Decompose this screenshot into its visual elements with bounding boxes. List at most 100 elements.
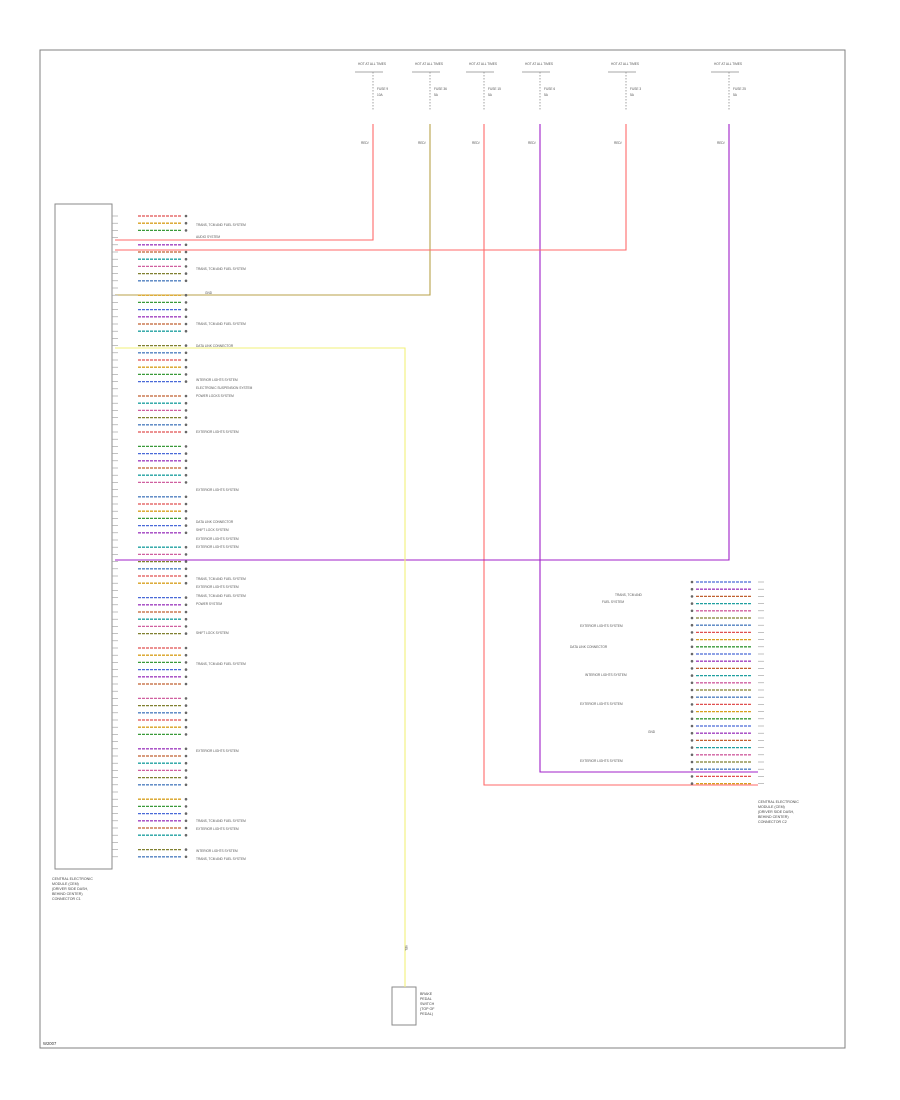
fuse-hot-label: HOT AT ALL TIMES xyxy=(714,62,742,66)
brake-switch-label-2: PEDAL xyxy=(420,997,432,1001)
left-label-10: EXTERIOR LIGHTS SYSTEM xyxy=(196,430,239,434)
fuse-amp: 10A xyxy=(377,93,384,97)
left-pin-terminal xyxy=(184,661,188,664)
left-pin-terminal xyxy=(184,481,188,484)
left-label-5: TRANS, TCM AND FUEL SYSTEM xyxy=(196,322,246,326)
left-label-4: GND xyxy=(205,291,213,295)
left-pin-terminal xyxy=(184,445,188,448)
left-pin-terminal xyxy=(184,653,188,657)
left-pin-terminal xyxy=(184,473,188,477)
right-label-1: TRANS, TCM AND xyxy=(615,593,643,597)
left-connector-pins xyxy=(112,214,188,859)
left-pin-terminal xyxy=(184,401,188,405)
fuse-wire-tag: RED/ xyxy=(418,141,426,145)
right-label-7: GND xyxy=(648,730,656,734)
left-pin-terminal xyxy=(184,718,188,722)
left-module-caption-2: MODULE (CEM) xyxy=(52,882,79,886)
right-module-caption-3: (DRIVER SIDE DASH, xyxy=(758,810,794,814)
right-pin-terminal xyxy=(690,674,694,677)
right-module-caption-1: CENTRAL ELECTRONIC xyxy=(758,800,799,804)
fuse-name: FUSE 6 xyxy=(544,87,555,91)
fuse-amp: 5A xyxy=(434,93,439,97)
right-pin-terminal xyxy=(690,645,694,649)
left-pin-terminal xyxy=(184,430,188,434)
left-pin-terminal xyxy=(184,596,188,599)
right-pin-terminal xyxy=(690,717,694,721)
right-pin-terminal xyxy=(690,703,694,706)
left-label-14: EXTERIOR LIGHTS SYSTEM xyxy=(196,537,239,541)
left-pin-terminal xyxy=(184,517,188,520)
right-pin-terminal xyxy=(690,710,694,713)
right-pin-terminal xyxy=(690,631,694,634)
right-label-8: EXTERIOR LIGHTS SYSTEM xyxy=(580,759,623,763)
right-label-4: DATA LINK CONNECTOR xyxy=(570,645,608,649)
left-pin-terminal xyxy=(184,617,188,621)
fuse-wire-tag: RED/ xyxy=(472,141,480,145)
left-label-19: POWER SYSTEM xyxy=(196,602,222,606)
left-label-7: INTERIOR LIGHTS SYSTEM xyxy=(196,378,238,382)
right-pin-terminal xyxy=(690,659,694,663)
left-module-caption-5: CONNECTOR C1 xyxy=(52,897,81,901)
left-pin-terminal xyxy=(184,805,188,808)
right-connector-pins xyxy=(690,580,764,785)
left-label-6: DATA LINK CONNECTOR xyxy=(196,344,234,348)
right-pin-terminal xyxy=(690,667,694,670)
left-pin-terminal xyxy=(184,509,188,513)
left-pin-terminal xyxy=(184,502,188,506)
brake-switch-label-4: (TOP OF xyxy=(420,1007,435,1011)
left-pin-terminal xyxy=(184,819,188,823)
right-module-caption-2: MODULE (CEM) xyxy=(758,805,785,809)
right-pin-terminal xyxy=(690,638,694,641)
left-pin-terminal xyxy=(184,776,188,779)
right-pin-terminal xyxy=(690,739,694,742)
left-pin-terminal xyxy=(184,315,188,319)
fuse-name: FUSE 36 xyxy=(434,87,447,91)
left-label-9: POWER LOCKS SYSTEM xyxy=(196,394,234,398)
fuse-amp: 5A xyxy=(488,93,493,97)
left-pin-terminal xyxy=(184,668,188,671)
diagram-frame xyxy=(39,49,846,1049)
right-module-caption-5: CONNECTOR C2 xyxy=(758,820,787,824)
fuse-name: FUSE 15 xyxy=(488,87,501,91)
left-pin-terminal xyxy=(184,423,188,427)
right-pin-terminal xyxy=(690,587,694,591)
brake-switch-label-1: BRAKE xyxy=(420,992,433,996)
left-pin-terminal xyxy=(184,221,188,225)
left-pin-terminal xyxy=(184,560,188,563)
left-pin-terminal xyxy=(184,797,188,801)
wire-fuse6 xyxy=(539,124,758,773)
left-label-11: EXTERIOR LIGHTS SYSTEM xyxy=(196,488,239,492)
left-pin-terminal xyxy=(184,380,188,383)
left-label-15: EXTERIOR LIGHTS SYSTEM xyxy=(196,545,239,549)
right-pin-terminal xyxy=(690,775,694,778)
fuse-wire-tag: RED/ xyxy=(528,141,536,145)
left-pin-terminal xyxy=(184,272,188,275)
left-label-20: SHIFT LOCK SYSTEM xyxy=(196,631,229,635)
left-pin-terminal xyxy=(184,293,188,297)
left-label-8: ELECTRONIC SUSPENSION SYSTEM xyxy=(196,386,253,390)
left-pin-terminal xyxy=(184,567,188,571)
left-pin-terminal xyxy=(184,625,188,628)
right-label-2: FUEL SYSTEM xyxy=(602,600,624,604)
brake-switch-box xyxy=(391,986,417,1026)
left-pin-terminal xyxy=(184,581,188,585)
fuse-hot-label: HOT AT ALL TIMES xyxy=(611,62,639,66)
right-pin-terminal xyxy=(690,724,694,728)
right-pin-terminal xyxy=(690,695,694,699)
brake-wire-tag: YEL xyxy=(404,945,408,951)
left-pin-terminal xyxy=(184,365,188,369)
right-label-3: EXTERIOR LIGHTS SYSTEM xyxy=(580,624,623,628)
left-label-23: TRANS, TCM AND FUEL SYSTEM xyxy=(196,819,246,823)
left-pin-terminal xyxy=(184,553,188,556)
left-pin-terminal xyxy=(184,243,188,247)
right-pin-terminal xyxy=(690,688,694,692)
left-pin-terminal xyxy=(184,265,188,268)
left-pin-terminal xyxy=(184,279,188,283)
left-label-16: TRANS, TCM AND FUEL SYSTEM xyxy=(196,577,246,581)
left-pin-terminal xyxy=(184,704,188,707)
brake-switch-label-3: SWITCH xyxy=(420,1002,435,1006)
left-label-24: EXTERIOR LIGHTS SYSTEM xyxy=(196,827,239,831)
right-pin-terminal xyxy=(690,731,694,735)
left-pin-terminal xyxy=(184,769,188,772)
